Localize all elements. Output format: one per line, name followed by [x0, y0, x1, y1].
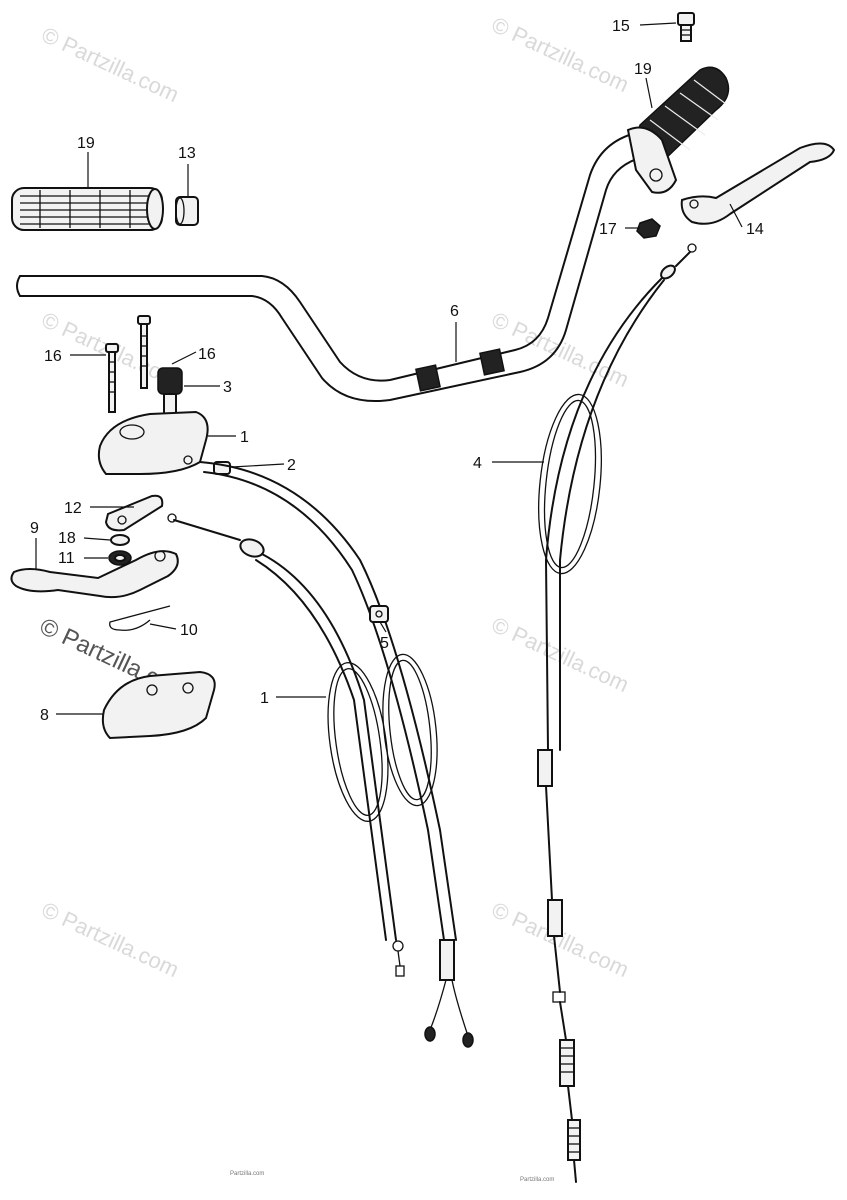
footer-line: Partzilla.com: [230, 1171, 264, 1177]
callout-10: 10: [180, 622, 198, 639]
callout-12: 12: [64, 500, 82, 517]
callout-19-right: 19: [634, 61, 652, 78]
callout-18: 18: [58, 530, 76, 547]
watermark-text: © Partzilla.com: [38, 22, 183, 107]
upper-housing: [97, 410, 209, 475]
watermark-text: © Partzilla.com: [488, 307, 633, 392]
callout-2: 2: [287, 457, 296, 474]
left-lever: [10, 550, 179, 599]
leader-lines: [35, 22, 743, 715]
left-grip: [11, 187, 164, 231]
callout-6: 6: [450, 303, 459, 320]
pin-10: [109, 605, 171, 631]
callout-1-lower: 1: [260, 690, 269, 707]
callout-19-left: 19: [77, 135, 95, 152]
screws-16: [105, 315, 151, 413]
cable-1: [167, 513, 405, 977]
handlebar: [16, 131, 647, 402]
cable-2: [199, 461, 474, 1048]
callout-1-upper: 1: [240, 429, 249, 446]
callout-14: 14: [746, 221, 764, 238]
callout-16-right: 16: [198, 346, 216, 363]
plate-12: [104, 494, 164, 532]
callout-labels: 19 13 15 19 17 14 6 16 16 3 1 2 4 12 9 1…: [30, 18, 764, 724]
footer-line: Partzilla.com: [520, 1177, 554, 1183]
callout-5: 5: [380, 635, 389, 652]
screw-15: [677, 12, 695, 42]
nut-17: [636, 218, 661, 239]
callout-13: 13: [178, 145, 196, 162]
callout-16-left: 16: [44, 348, 62, 365]
grip-collar: [175, 196, 199, 226]
right-throttle-grip: [626, 66, 730, 194]
watermark-layer: © Partzilla.com © Partzilla.com © Partzi…: [35, 12, 632, 982]
washer-18: [110, 534, 130, 546]
callout-17: 17: [599, 221, 617, 238]
callout-9: 9: [30, 520, 39, 537]
cable-4: [537, 243, 697, 1183]
callout-11: 11: [58, 550, 75, 567]
callout-8: 8: [40, 707, 49, 724]
right-lever: [680, 142, 836, 225]
lower-housing: [101, 670, 216, 740]
callout-3: 3: [223, 379, 232, 396]
footer: Partzilla.com Partzilla.com: [230, 1171, 554, 1183]
callout-15: 15: [612, 18, 630, 35]
clamp-5: [369, 605, 389, 623]
nut-11: [108, 550, 132, 566]
callout-4: 4: [473, 455, 482, 472]
watermark-text: © Partzilla.com: [38, 897, 183, 982]
